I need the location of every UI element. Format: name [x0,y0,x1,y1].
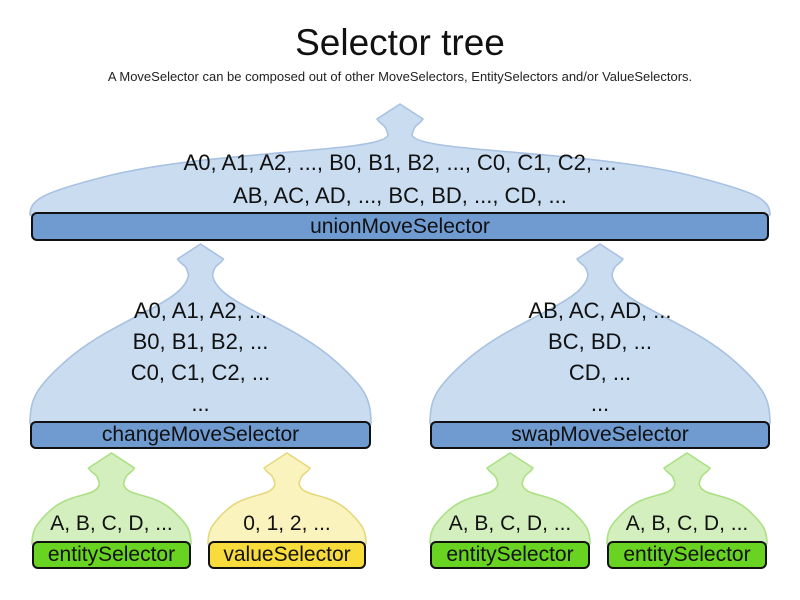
entity-selector-bar-1: entitySelector [32,541,191,569]
entity-selector-bar-3: entitySelector [607,541,767,569]
cloud-line: A, B, C, D, ... [50,512,173,535]
cloud-line: CD, ... [568,359,632,385]
union-move-selector-bar: unionMoveSelector [31,212,769,241]
swap-cloud-items: AB, AC, AD, ... BC, BD, ... CD, ...... [430,295,770,419]
cloud-line: AB, AC, AD, ... [528,297,672,323]
entity-cloud-items-3: A, B, C, D, ... [607,511,767,537]
cloud-line: A0, A1, A2, ... [133,297,268,323]
page-title: Selector tree [295,22,505,63]
union-cloud-items: A0, A1, A2, ..., B0, B1, B2, ..., C0, C1… [30,146,770,212]
value-cloud-items: 0, 1, 2, ... [208,511,366,537]
cloud-line: A0, A1, A2, ..., B0, B1, B2, ..., C0, C1… [183,149,617,175]
cloud-line: A, B, C, D, ... [448,512,572,535]
cloud-line: A, B, C, D, ... [625,512,749,535]
swap-move-selector-bar: swapMoveSelector [430,421,770,449]
cloud-line: ... [191,390,210,416]
change-cloud-items: A0, A1, A2, ... B0, B1, B2, ... C0, C1, C2… [30,295,371,419]
cloud-line: BC, BD, ... [548,328,652,354]
cloud-line: C0, C1, C2, ... [130,359,271,385]
diagram-subtitle: A MoveSelector can be composed out of ot… [107,69,693,84]
entity-selector-bar-2: entitySelector [430,541,590,569]
entity-cloud-items-1: A, B, C, D, ... [32,511,191,537]
entity-cloud-items-2: A, B, C, D, ... [430,511,590,537]
value-selector-bar: valueSelector [208,541,366,569]
cloud-line: AB, AC, AD, ..., BC, BD, ..., CD, ... [233,182,567,208]
cloud-line: ... [590,390,610,416]
cloud-line: B0, B1, B2, ... [132,328,269,354]
cloud-line: 0, 1, 2, ... [243,512,331,535]
change-move-selector-bar: changeMoveSelector [30,421,371,449]
